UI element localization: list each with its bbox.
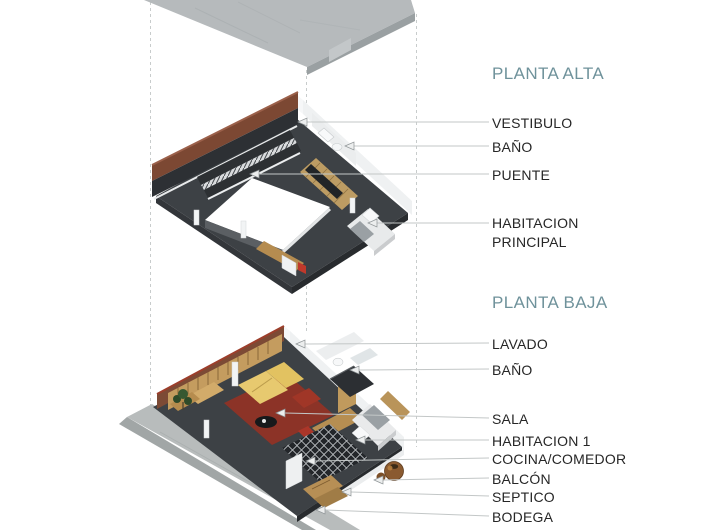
label-bodega: BODEGA [492,509,554,525]
leader-arrow-icon [349,365,360,375]
leader-arrow-icon [355,435,366,445]
leader-lines [249,117,490,517]
label-bano-alta: BAÑO [492,139,533,155]
upper-misc-furniture [193,197,356,277]
leader-habitacion-principal [367,218,489,228]
leader-puente [249,169,489,179]
wardrobe-wall [300,158,358,210]
leader-arrow-icon [249,169,260,179]
leader-arrow-icon [344,141,355,151]
sofa [238,371,288,404]
label-sala: SALA [492,411,529,427]
leader-arrow-icon [297,117,308,127]
label-puente: PUENTE [492,167,550,183]
leader-bano-baja [349,365,490,375]
label-lavado: LAVADO [492,336,548,352]
leader-arrow-icon [295,339,306,349]
wardrobe [380,391,410,420]
mahogany-wall [152,92,298,181]
leader-arrow-icon [315,505,326,515]
leader-cocina-comedor [305,456,490,466]
lower-misc [203,361,303,490]
bridge-puente [197,130,301,200]
planta-alta-model [151,91,412,294]
bathroom-baja [316,332,378,367]
white-wall [303,100,412,215]
bathroom-alta [312,113,356,166]
coffee-table [255,416,277,428]
bed-principal [347,207,395,256]
leader-bano-alta [344,141,489,151]
label-bano-baja: BAÑO [492,362,533,378]
leader-arrow-icon [305,456,316,466]
label-habitacion-principal: HABITACION PRINCIPAL [492,215,579,250]
leader-lavado [295,339,490,349]
roof-slab [144,0,415,75]
label-septico: SEPTICO [492,489,555,505]
leader-arrow-icon [341,487,352,497]
red-accent [298,262,306,274]
leader-vestibulo [297,117,489,127]
leader-arrow-icon [367,218,378,228]
chair [298,426,314,437]
planta-alta-heading: PLANTA ALTA [492,64,605,83]
leader-bodega [315,505,490,517]
bodega-crates [303,475,348,508]
leader-arrow-icon [275,408,286,418]
kitchen-counter [330,366,374,397]
armchair [292,388,321,408]
label-vestibulo: VESTIBULO [492,115,573,131]
label-balcon: BALCÓN [492,471,551,487]
stairs [168,334,282,411]
leader-sala [275,408,490,419]
plant [173,389,192,410]
railing-hatch [201,138,297,190]
label-habitacion-1: HABITACION 1 [492,433,591,449]
leader-habitacion-1 [355,435,489,445]
cocina-comedor-furniture [282,365,374,482]
leader-arrow-icon [373,475,384,485]
planta-baja-heading: PLANTA BAJA [492,293,608,312]
planta-baja-model [119,325,410,530]
leader-balcon [373,475,490,485]
floor-void-opening [205,178,332,258]
label-cocina-comedor: COCINA/COMEDOR [492,451,627,467]
leader-septico [341,487,490,497]
